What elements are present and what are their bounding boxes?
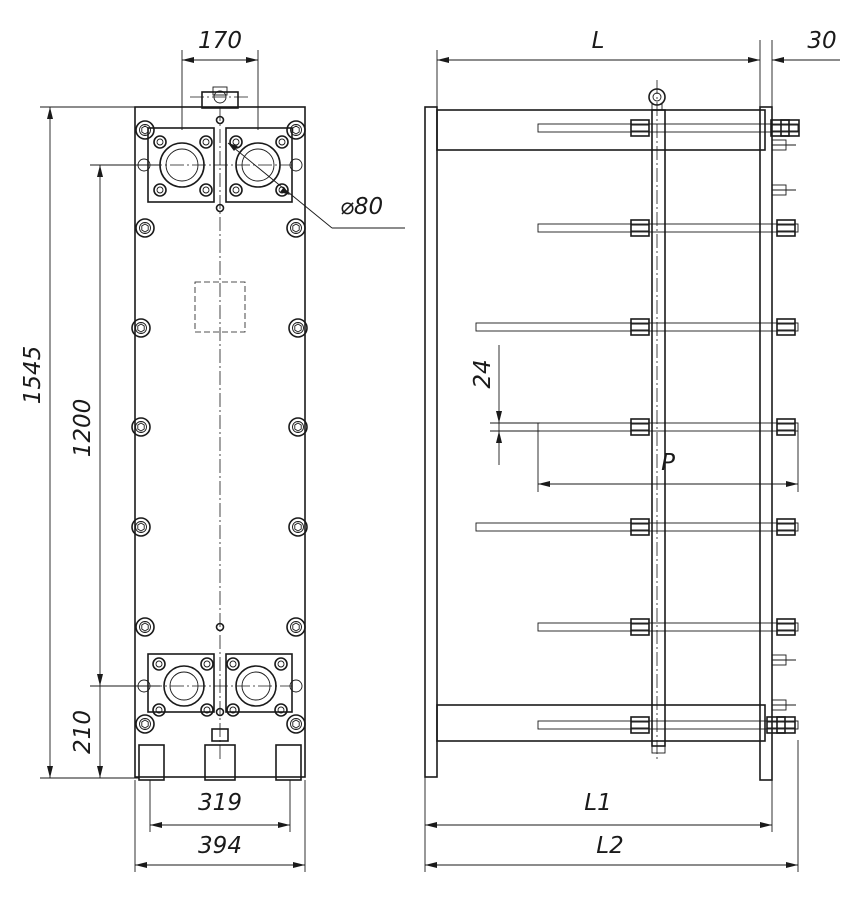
bottom-port-flange-left [147,653,215,717]
dim-L-label: L [592,28,605,54]
side-view: L 30 24 P L1 L2 [424,28,840,872]
dim-170-label: 170 [198,28,242,54]
foot-right [275,744,302,781]
foot-left [138,744,165,781]
dim-1545-label: 1545 [20,346,46,405]
dim-319-label: 319 [198,790,242,816]
dim-394-label: 394 [198,833,242,859]
dim-1200-label: 1200 [70,399,96,458]
front-view: 170 ⌀80 1545 1200 210 319 [20,28,405,872]
dim-P-label: P [661,450,675,476]
foot-center [204,744,236,781]
nameplate [194,281,246,333]
dim-L1-label: L1 [584,790,611,816]
bottom-port-flange-right [225,653,293,717]
dim-port-diameter-label: ⌀80 [340,194,383,220]
top-guide-bar [436,109,766,151]
bottom-guide-bar [436,704,766,742]
frame-plate-side [759,106,773,781]
pressure-plate [651,109,666,747]
dim-L2-label: L2 [596,833,623,859]
dim-210-label: 210 [70,710,96,754]
dim-24-label: 24 [470,359,496,388]
top-lug [201,91,239,109]
support-column [424,106,438,778]
tie-rods [475,119,800,734]
dim-30-label: 30 [807,28,836,54]
